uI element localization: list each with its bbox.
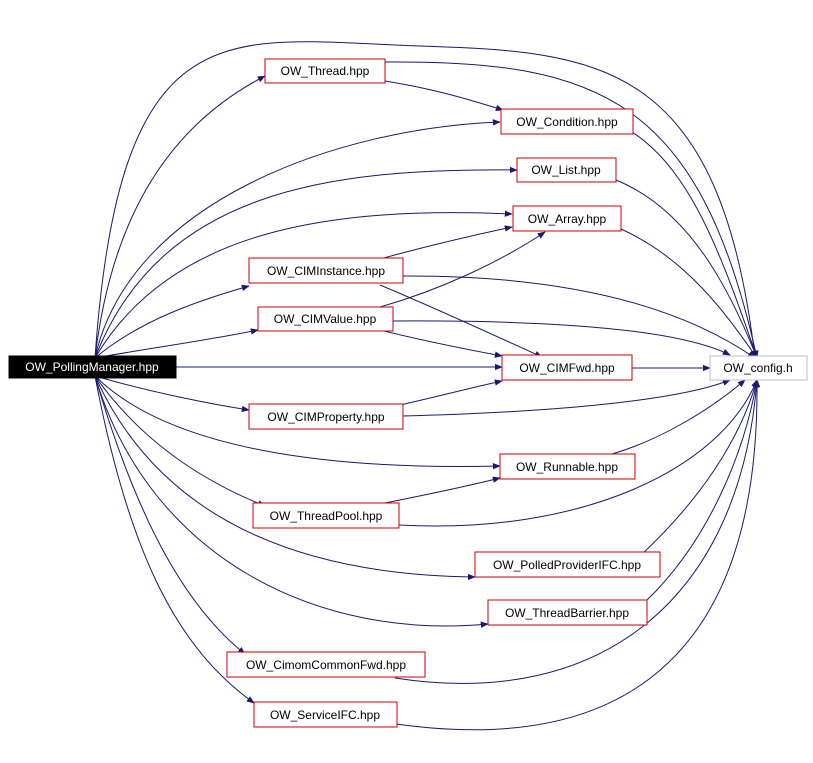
- edge-list-config: [615, 179, 758, 359]
- node-array[interactable]: OW_Array.hpp: [512, 205, 622, 232]
- edge-cimomcommon-config: [394, 379, 760, 684]
- edge-cimvalue-array: [379, 231, 546, 308]
- node-thread[interactable]: OW_Thread.hpp: [264, 58, 386, 84]
- edge-ciminstance-config: [402, 275, 756, 359]
- node-condition[interactable]: OW_Condition.hpp: [500, 108, 634, 135]
- node-runnable-label: OW_Runnable.hpp: [516, 460, 618, 474]
- node-config-label: OW_config.h: [723, 361, 792, 375]
- node-cimfwd-label: OW_CIMFwd.hpp: [519, 361, 615, 375]
- node-cimvalue[interactable]: OW_CIMValue.hpp: [257, 306, 394, 332]
- node-polledprovider[interactable]: OW_PolledProviderIFC.hpp: [474, 551, 661, 578]
- edge-threadbarrier-config: [644, 379, 759, 603]
- edge-root-runnable: [94, 375, 501, 470]
- edge-serviceifc-config: [382, 379, 761, 731]
- edge-array-config: [620, 228, 758, 359]
- node-root[interactable]: OW_PollingManager.hpp: [8, 355, 177, 379]
- node-cimvalue-label: OW_CIMValue.hpp: [274, 312, 377, 326]
- edge-root-config: [94, 41, 758, 359]
- node-polledprovider-label: OW_PolledProviderIFC.hpp: [493, 558, 641, 572]
- node-list-label: OW_List.hpp: [531, 163, 601, 177]
- node-cimomcommon-label: OW_CimomCommonFwd.hpp: [246, 658, 406, 672]
- node-serviceifc[interactable]: OW_ServiceIFC.hpp: [253, 701, 398, 728]
- node-list[interactable]: OW_List.hpp: [516, 157, 617, 183]
- edge-root-cimomcommon: [94, 375, 246, 655]
- edge-condition-config: [631, 131, 758, 359]
- edge-threadpool-config: [398, 379, 758, 527]
- edge-root-cimvalue: [94, 328, 259, 359]
- edge-root-serviceifc: [94, 375, 255, 704]
- edge-ciminstance-array: [379, 225, 513, 260]
- edge-root-threadpool: [94, 375, 266, 507]
- edge-root-list: [94, 166, 518, 359]
- edge-thread-condition: [384, 80, 504, 111]
- node-config[interactable]: OW_config.h: [709, 355, 808, 381]
- node-cimproperty[interactable]: OW_CIMProperty.hpp: [248, 403, 404, 430]
- edge-root-cimproperty: [94, 375, 250, 413]
- node-ciminstance-label: OW_CIMInstance.hpp: [267, 264, 385, 278]
- node-condition-label: OW_Condition.hpp: [516, 115, 618, 129]
- edge-root-ciminstance: [94, 284, 250, 359]
- edge-ciminstance-cimfwd: [379, 284, 543, 358]
- node-runnable[interactable]: OW_Runnable.hpp: [499, 453, 636, 480]
- edge-polledprovider-config: [639, 379, 759, 557]
- node-serviceifc-label: OW_ServiceIFC.hpp: [270, 708, 380, 722]
- edge-runnable-config: [611, 379, 746, 455]
- node-array-label: OW_Array.hpp: [528, 212, 607, 226]
- edge-cimproperty-config: [402, 379, 731, 417]
- node-ciminstance[interactable]: OW_CIMInstance.hpp: [248, 257, 404, 284]
- edge-cimvalue-cimfwd: [379, 329, 503, 358]
- node-thread-label: OW_Thread.hpp: [281, 64, 370, 78]
- node-cimomcommon[interactable]: OW_CimomCommonFwd.hpp: [226, 651, 426, 678]
- node-threadbarrier-label: OW_ThreadBarrier.hpp: [505, 606, 629, 620]
- edge-root-thread: [94, 75, 266, 359]
- edge-root-condition: [94, 119, 501, 359]
- node-threadpool-label: OW_ThreadPool.hpp: [270, 509, 383, 523]
- edge-root-array: [94, 210, 513, 359]
- edge-root-polledprovider: [94, 375, 476, 581]
- edge-threadpool-runnable: [384, 476, 501, 504]
- node-threadbarrier[interactable]: OW_ThreadBarrier.hpp: [487, 599, 648, 626]
- node-threadpool[interactable]: OW_ThreadPool.hpp: [252, 502, 400, 529]
- node-cimfwd[interactable]: OW_CIMFwd.hpp: [501, 354, 633, 381]
- node-cimproperty-label: OW_CIMProperty.hpp: [267, 410, 384, 424]
- edge-root-threadbarrier: [94, 375, 489, 628]
- edge-cimvalue-config: [392, 320, 731, 356]
- edge-cimproperty-cimfwd: [399, 379, 503, 406]
- node-root-label: OW_PollingManager.hpp: [25, 360, 159, 374]
